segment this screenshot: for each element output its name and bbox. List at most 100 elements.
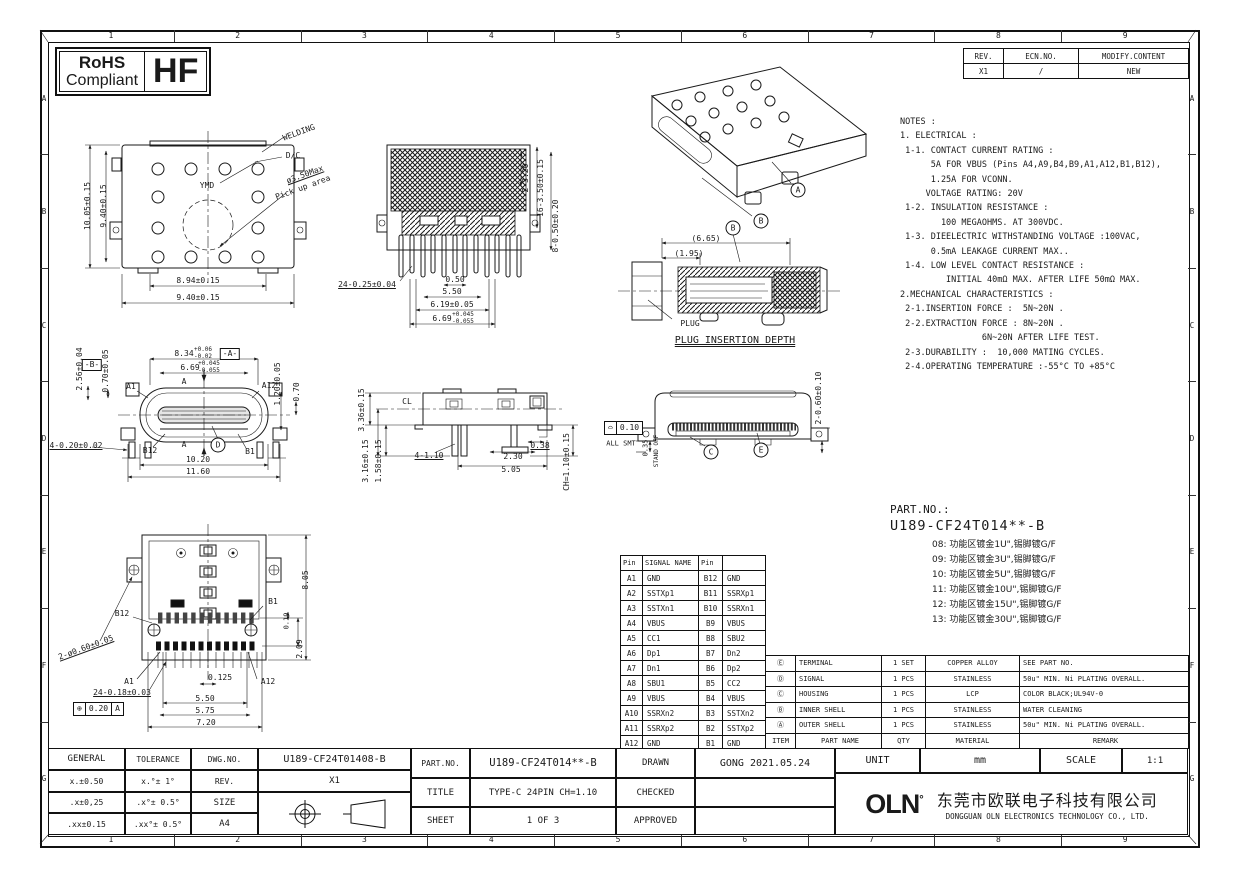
dim-label: -A- <box>219 348 241 360</box>
dim-label: 7.20 <box>196 718 216 727</box>
note-line: 2-1.INSERTION FORCE : 5N~20N . <box>900 304 1064 315</box>
note-line: 6N~20N AFTER LIFE TEST. <box>900 333 1100 344</box>
approved-value <box>695 807 835 835</box>
plating-option: 12: 功能区镀金15U",锡脚镀G/F <box>932 600 1062 610</box>
dim-label: B1 <box>268 597 278 606</box>
dim-label: 0.35 <box>641 439 650 457</box>
scale-value: 1:1 <box>1122 748 1188 773</box>
balloon-label: C <box>703 444 719 460</box>
company-logo: OLN° <box>865 788 924 819</box>
grid-label: 4 <box>428 834 556 846</box>
grid-label: 8 <box>935 30 1063 42</box>
dim-label: 5.50 <box>195 694 215 703</box>
dim-label: 0.38 <box>530 441 550 450</box>
dim-label: -B- <box>81 359 103 371</box>
dim-label: PLUG INSERTION DEPTH <box>674 335 796 346</box>
dim-label: B1 <box>245 447 255 456</box>
dim-label: 0.70 <box>292 382 301 402</box>
grid-label: 5 <box>555 834 682 846</box>
position-datum: A <box>112 702 124 716</box>
title-label: TITLE <box>411 778 470 807</box>
notes-block: NOTES :1. ELECTRICAL : 1-1. CONTACT CURR… <box>900 115 1161 374</box>
grid-label: 3 <box>302 834 429 846</box>
grid-label: 8 <box>935 834 1063 846</box>
rev-label: REV. <box>191 770 258 792</box>
dim-label: 0.50 <box>445 275 465 284</box>
grid-label: 5 <box>555 30 682 42</box>
note-line: 2-4.OPERATING TEMPERATURE :-55°C TO +85°… <box>900 361 1115 372</box>
note-line: 2-3.DURABILITY : 10,000 MATING CYCLES. <box>900 347 1105 358</box>
grid-label: 2 <box>175 30 302 42</box>
dim-label: 0.125 <box>207 673 233 682</box>
note-line: 0.5mA LEAKAGE CURRENT MAX.. <box>900 246 1069 257</box>
dim-label: 2.30 <box>503 452 523 461</box>
tolerance-value: .xx°± 0.5° <box>125 813 191 835</box>
dim-label: 8.34 <box>174 349 194 358</box>
tolerance-value: .x±0,25 <box>48 792 125 813</box>
dim-label: PLUG <box>680 319 700 328</box>
dim-label: 10.05±0.15 <box>83 181 92 231</box>
dwg-no-value: U189-CF24T01408-B <box>258 748 411 770</box>
table-cell: X1 <box>963 63 1004 79</box>
part-number-label: PART.NO.: <box>890 503 950 516</box>
dim-label: STAND OFF <box>653 434 660 468</box>
grid-label: B <box>40 155 48 269</box>
dim-label: A <box>181 440 187 449</box>
dim-label: 16-3.50±0.15 <box>536 159 545 217</box>
grid-label: F <box>40 609 48 723</box>
grid-label: A <box>1188 42 1196 156</box>
note-line: 1-2. INSULATION RESISTANCE : <box>900 203 1049 214</box>
note-line: 1-3. DIEELECTRIC WITHSTANDING VOLTAGE :1… <box>900 232 1141 243</box>
dim-label: -0.055 <box>198 367 220 374</box>
dim-label: +0.06 <box>193 346 213 353</box>
dim-label: 9.40±0.15 <box>99 184 108 228</box>
dim-label: 4-0.20±0.02 <box>49 441 103 450</box>
balloon-label: D <box>210 437 226 453</box>
dim-label: A1 <box>126 382 136 391</box>
note-line: 1-1. CONTACT CURRENT RATING : <box>900 145 1054 156</box>
company-block: OLN° 东莞市欧联电子科技有限公司 DONGGUAN OLN ELECTRON… <box>835 773 1188 835</box>
tolerance-value: .xx±0.15 <box>48 813 125 835</box>
grid-label: C <box>1188 269 1196 383</box>
dim-label: 5.50 <box>442 287 462 296</box>
scale-label: SCALE <box>1040 748 1122 773</box>
company-name-cn: 东莞市欧联电子科技有限公司 <box>936 791 1158 810</box>
dim-label: 8-0.50±0.20 <box>551 199 560 253</box>
balloon-label: E <box>753 442 769 458</box>
sheet-value: 1 OF 3 <box>470 807 616 835</box>
dim-label: 3.36±0.15 <box>357 388 366 432</box>
dim-label: B12 <box>142 446 158 455</box>
title-value: TYPE-C 24PIN CH=1.10 <box>470 778 616 807</box>
grid-label: 4 <box>428 30 556 42</box>
dim-label: +0.045 <box>452 311 474 318</box>
grid-label: E <box>40 496 48 610</box>
general-header: GENERAL <box>48 748 125 770</box>
sheet-outer-border <box>40 30 1200 848</box>
grid-label: 7 <box>809 834 936 846</box>
tolerance-value: x.±0.50 <box>48 770 125 792</box>
dim-label: A1 <box>124 677 134 686</box>
note-line: 1.25A FOR VCONN. <box>900 174 1013 185</box>
grid-label: F <box>1188 609 1196 723</box>
checked-value <box>695 778 835 807</box>
tolerance-value: x.°± 1° <box>125 770 191 792</box>
grid-label: G <box>41 774 47 784</box>
drawn-value: GONG 2021.05.24 <box>695 748 835 778</box>
third-angle-projection-icon <box>288 798 385 829</box>
note-line: NOTES : <box>900 117 936 127</box>
dim-label: (1.95) <box>674 249 704 258</box>
position-value: 0.20 <box>85 702 113 716</box>
drawn-label: DRAWN <box>616 748 695 778</box>
plating-option: 09: 功能区镀金3U",锡脚镀G/F <box>932 555 1056 565</box>
grid-label: D <box>40 382 48 496</box>
dim-label: 8.05 <box>301 570 310 590</box>
dim-label: A12 <box>261 381 277 390</box>
dim-label: YMD <box>199 181 215 190</box>
